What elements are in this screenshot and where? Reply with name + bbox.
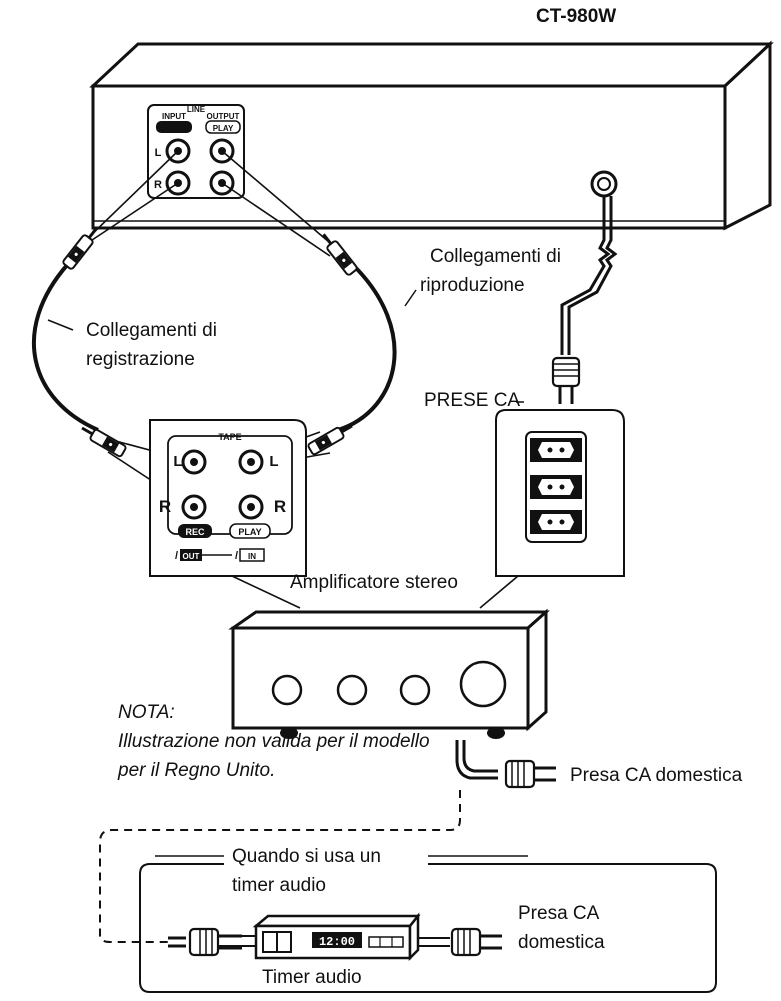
amp-tape-label: TAPE xyxy=(218,432,241,442)
timer-outlet-label-line1: Presa CA xyxy=(518,903,600,924)
deck-input-label: INPUT xyxy=(162,112,186,121)
amp-jack-play-l xyxy=(238,449,264,475)
deck-line-label: LINE xyxy=(187,105,206,114)
note-line-2: per il Regno Unito. xyxy=(118,760,276,781)
amp-right-label-play: R xyxy=(274,497,286,516)
recording-label-line1: Collegamenti di xyxy=(86,320,217,341)
amp-power-cord xyxy=(455,740,498,780)
amp-knob-3 xyxy=(399,674,431,706)
deck-play-label: PLAY xyxy=(213,124,234,133)
ac-outlets-label: PRESE CA xyxy=(424,390,521,411)
deck-left-label: L xyxy=(155,147,162,159)
timer-input-plug-icon xyxy=(168,927,256,957)
timer-box-title-line2: timer audio xyxy=(232,875,326,896)
svg-text:/: / xyxy=(175,550,178,562)
amp-right-label-rec: R xyxy=(159,497,171,516)
timer-display: 12:00 xyxy=(319,935,355,949)
cassette-deck xyxy=(89,40,774,231)
amp-volume-knob xyxy=(459,660,507,708)
timer-box xyxy=(139,855,717,993)
amp-left-label-rec: L xyxy=(173,453,182,470)
amp-jack-play-r xyxy=(238,494,264,520)
recording-label-line2: registrazione xyxy=(86,349,195,370)
playback-label-line2: riproduzione xyxy=(420,275,525,296)
amp-tape-panel: / / xyxy=(149,418,307,577)
svg-text:/: / xyxy=(235,550,238,562)
deck-power-cord xyxy=(560,196,618,355)
amp-jack-rec-r xyxy=(181,494,207,520)
note-title: NOTA: xyxy=(118,702,175,723)
amplifier-label: Amplificatore stereo xyxy=(290,572,458,593)
amp-rec-label: REC xyxy=(185,527,205,537)
ac-outlet-panel xyxy=(495,409,625,577)
amp-out-label: OUT xyxy=(183,552,200,561)
ac-outlet-icon xyxy=(530,438,582,534)
amp-knob-1 xyxy=(271,674,303,706)
amp-jack-rec-l xyxy=(181,449,207,475)
timer-outlet-label-line2: domestica xyxy=(518,932,605,953)
timer-dashed-lead xyxy=(99,790,461,943)
model-label: CT-980W xyxy=(536,6,617,27)
timer-box-title-line1: Quando si usa un xyxy=(232,846,381,867)
deck-right-label: R xyxy=(154,179,162,191)
playback-label-line1: Collegamenti di xyxy=(430,246,561,267)
amp-power-plug-icon xyxy=(504,759,556,789)
household-outlet-label: Presa CA domestica xyxy=(570,765,743,786)
amp-in-label: IN xyxy=(248,552,256,561)
amp-play-label: PLAY xyxy=(238,527,261,537)
audio-timer-device xyxy=(252,912,421,962)
deck-output-label: OUTPUT xyxy=(207,112,240,121)
stereo-amplifier xyxy=(228,608,550,739)
note-line-1: Illustrazione non valida per il modello xyxy=(118,731,430,752)
amp-knob-2 xyxy=(336,674,368,706)
amp-left-label-play: L xyxy=(269,453,278,470)
audio-timer-label: Timer audio xyxy=(262,967,362,988)
timer-output-plug-icon xyxy=(418,927,502,957)
deck-power-plug-icon xyxy=(551,356,581,404)
